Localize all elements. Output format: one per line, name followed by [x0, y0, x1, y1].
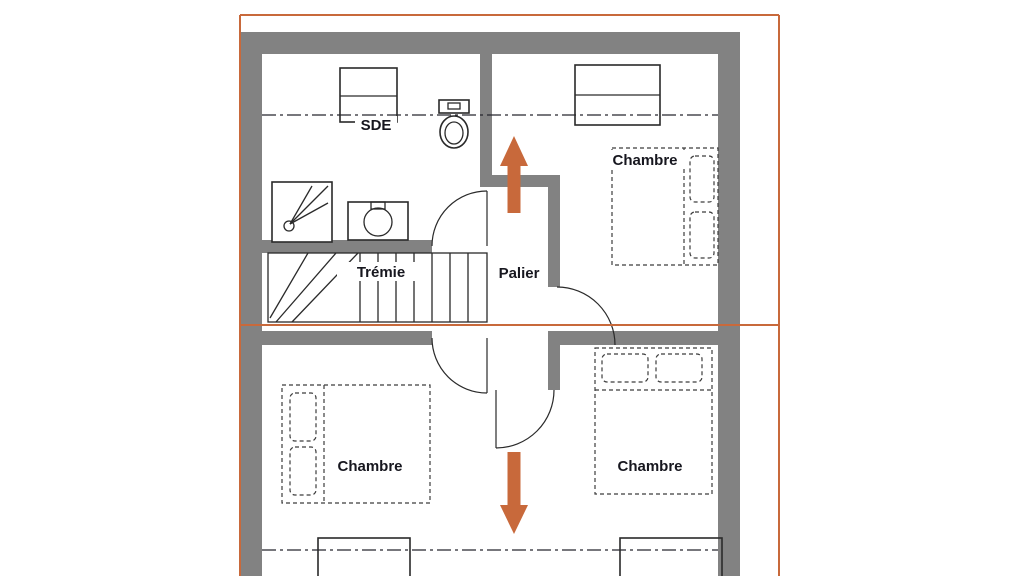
bed-mattress [594, 347, 713, 495]
sink-icon [347, 201, 409, 241]
window-chambre-bottom-right [619, 537, 723, 576]
room-label-chambre-bottom-right: Chambre [617, 458, 682, 475]
windows [317, 64, 723, 576]
orange-frame [239, 14, 780, 576]
toilet-button [447, 102, 461, 110]
door-arc-chambre-bottom-left [431, 337, 488, 394]
door-sde [431, 190, 488, 247]
door-arc-sde [431, 190, 488, 247]
label-bg [355, 116, 397, 134]
stair-winder-line [275, 252, 337, 323]
bed-pillow [601, 353, 649, 383]
bed-top-right [611, 147, 719, 266]
toilet-tank [438, 99, 470, 114]
window-frame [317, 537, 411, 576]
wall-lower-left [262, 331, 432, 345]
wall-top [240, 32, 740, 54]
door-chambre-bottom-left [431, 337, 488, 394]
room-label-sde: SDE [361, 117, 392, 134]
door-arc-chambre-bottom-right [495, 389, 555, 449]
window-chambre-top-right [574, 64, 661, 126]
wall-mid-left [262, 240, 432, 253]
wall-palier-right [548, 187, 560, 287]
bed-bottom-left [281, 384, 431, 504]
room-label-tremie: Trémie [357, 264, 405, 281]
window-frame [339, 67, 398, 123]
walls [240, 32, 740, 576]
axis-lines [262, 114, 718, 551]
arrow-up-shaft [507, 164, 521, 213]
toilet-seat [444, 121, 464, 145]
door-chambre-bottom-right [495, 389, 555, 449]
window-frame [619, 537, 723, 576]
arrow-up-icon [500, 136, 528, 213]
arrow-down-shaft [507, 452, 521, 507]
staircase [267, 252, 488, 323]
toilet-icon [438, 99, 470, 149]
bed-pillow [689, 155, 715, 203]
shower-ray [289, 185, 329, 225]
label-bg [337, 262, 425, 281]
arrow-down-icon [500, 452, 528, 534]
bed-pillow [655, 353, 703, 383]
shower-drain [283, 220, 295, 232]
arrow-down-head [500, 505, 528, 534]
stair-winder-line [269, 252, 309, 319]
bed-bottom-right [594, 347, 713, 495]
door-chambre-top-right [556, 286, 616, 346]
wall-lower-right [548, 331, 718, 345]
wall-left [240, 32, 262, 576]
wall-right [718, 32, 740, 576]
label-bg [607, 456, 693, 475]
shower-ray [289, 202, 329, 225]
window-chambre-bottom-left [317, 537, 411, 576]
toilet-bowl [439, 115, 469, 149]
door-arc-chambre-top-right [556, 286, 616, 346]
bed-pillow [289, 446, 317, 496]
bed-pillow [689, 211, 715, 259]
room-label-chambre-bottom-left: Chambre [337, 458, 402, 475]
label-bg [327, 456, 413, 475]
room-label-chambre-top-right: Chambre [612, 152, 677, 169]
wall-lower-stub [548, 345, 560, 390]
window-sde [339, 67, 398, 123]
label-bg [602, 150, 688, 169]
shower-icon [271, 181, 333, 243]
room-label-palier: Palier [499, 265, 540, 282]
sink-tap [370, 201, 386, 210]
bed-mattress [611, 147, 719, 266]
wall-sde-divider [480, 54, 492, 181]
bed-pillow [289, 392, 317, 442]
arrow-up-head [500, 136, 528, 166]
doors [431, 190, 616, 449]
room-labels: SDE Trémie Palier Chambre Chambre Chambr… [327, 116, 693, 475]
sink-basin [363, 207, 393, 237]
bed-mattress [281, 384, 431, 504]
shower-ray [289, 185, 313, 225]
